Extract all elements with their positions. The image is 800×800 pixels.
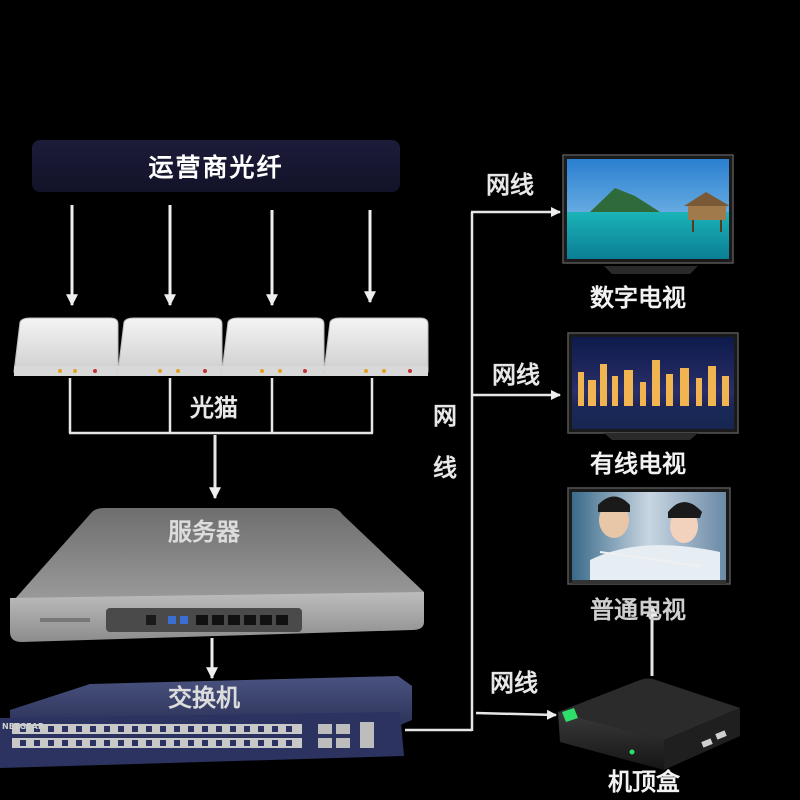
switch-label: 交换机 xyxy=(168,684,240,712)
tv-cable-screen xyxy=(567,332,739,440)
cable-vertical-label-2: 线 xyxy=(433,454,457,482)
set-top-box-device xyxy=(558,678,740,770)
cable-lines xyxy=(405,207,658,732)
modem-bus xyxy=(68,378,374,500)
tv-digital-label: 数字电视 xyxy=(590,284,686,312)
fiber-source-label: 运营商光纤 xyxy=(148,153,284,182)
set-top-box-label: 机顶盒 xyxy=(608,768,680,796)
cable-vertical-label-1: 网 xyxy=(433,402,457,430)
tv-normal-label: 普通电视 xyxy=(590,596,686,624)
cable-arrow-set-top-box xyxy=(475,709,557,720)
modem-3 xyxy=(221,317,325,376)
modem-4 xyxy=(323,317,429,376)
tv-cable-label: 有线电视 xyxy=(590,450,686,478)
tv-normal-screen xyxy=(567,487,731,585)
modem-1 xyxy=(13,317,119,376)
switch-device xyxy=(0,676,412,768)
cable-label-mid: 网线 xyxy=(492,361,540,389)
server-device xyxy=(10,508,424,642)
optical-modem-label: 光猫 xyxy=(190,394,238,422)
fiber-source-banner: 运营商光纤 xyxy=(32,140,400,192)
optical-modems xyxy=(13,317,429,376)
cable-label-bottom: 网线 xyxy=(490,669,538,697)
cable-label-top: 网线 xyxy=(486,171,534,199)
tv-digital-screen xyxy=(562,154,734,274)
modem-2 xyxy=(117,317,223,376)
server-label: 服务器 xyxy=(168,518,240,546)
switch-brand-label: NETGEAR xyxy=(2,722,44,731)
fiber-arrows xyxy=(66,205,376,307)
